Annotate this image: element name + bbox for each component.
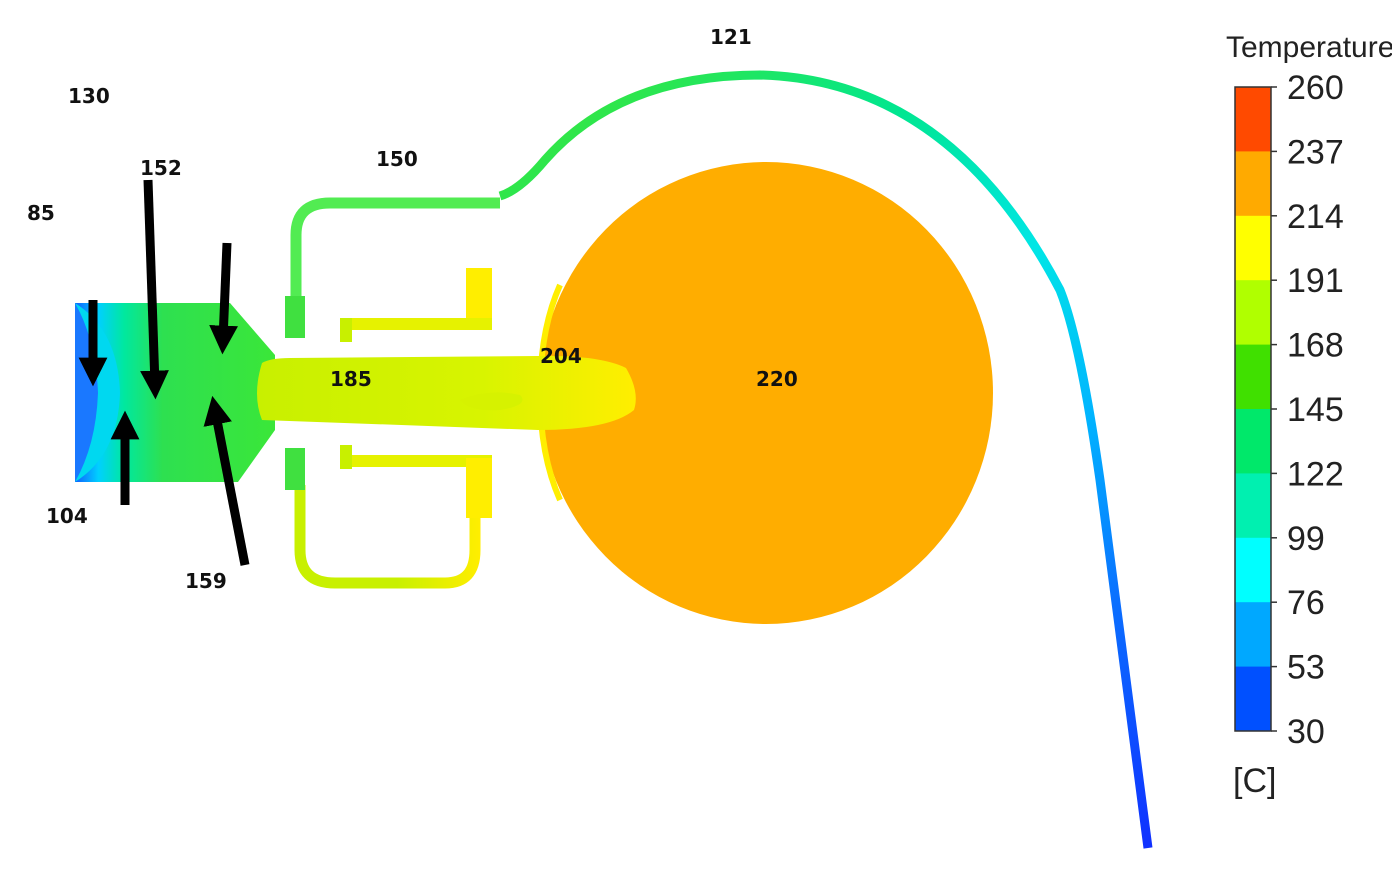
legend-band bbox=[1235, 345, 1271, 410]
temp-label-inlet-lower: 104 bbox=[46, 504, 88, 528]
lower-bracket-tab bbox=[340, 445, 352, 469]
lower-loop-pipe bbox=[300, 455, 475, 583]
lower-bracket-vertical bbox=[466, 458, 492, 518]
legend-tick-label: 30 bbox=[1287, 713, 1325, 751]
legend-band bbox=[1235, 473, 1271, 538]
legend-color-bar bbox=[1235, 87, 1271, 732]
legend-band bbox=[1235, 216, 1271, 281]
temp-label-inlet-mid: 152 bbox=[140, 156, 182, 180]
upper-bracket-tab bbox=[340, 318, 352, 342]
legend-tick-label: 214 bbox=[1287, 198, 1344, 236]
temp-label-ambient-left: 85 bbox=[27, 201, 55, 225]
temp-label-jet-tip: 204 bbox=[540, 344, 582, 368]
legend-tick-label: 145 bbox=[1287, 391, 1344, 429]
legend-tick-label: 191 bbox=[1287, 262, 1344, 300]
temp-label-ambient-upper: 130 bbox=[68, 84, 110, 108]
upper-flange bbox=[285, 296, 305, 338]
legend-tick-label: 122 bbox=[1287, 455, 1344, 493]
legend-title: Temperature bbox=[1226, 31, 1392, 64]
legend-tick-label: 260 bbox=[1287, 69, 1344, 107]
temp-label-chamber: 220 bbox=[756, 367, 798, 391]
legend-tick-label: 76 bbox=[1287, 584, 1325, 622]
upper-bracket-arm bbox=[340, 318, 492, 330]
legend-unit: [C] bbox=[1233, 762, 1276, 800]
legend-tick-label: 53 bbox=[1287, 649, 1325, 687]
legend-band bbox=[1235, 280, 1271, 345]
temp-label-upper-loop: 150 bbox=[376, 147, 418, 171]
legend-tick-label: 168 bbox=[1287, 327, 1344, 365]
legend-band bbox=[1235, 602, 1271, 667]
temp-label-jet: 185 bbox=[330, 367, 372, 391]
lower-flange bbox=[285, 448, 305, 490]
legend-band bbox=[1235, 87, 1271, 152]
legend-band bbox=[1235, 538, 1271, 603]
legend-tick-label: 237 bbox=[1287, 133, 1344, 171]
arrow-3 bbox=[223, 243, 227, 340]
temperature-legend: Temperature 260 237 214 191 168 145 122 99 76 53 3… bbox=[1226, 31, 1392, 800]
legend-band bbox=[1235, 667, 1271, 732]
legend-tick-label: 99 bbox=[1287, 520, 1325, 558]
temp-label-neck: 159 bbox=[185, 569, 227, 593]
legend-band bbox=[1235, 409, 1271, 474]
temp-label-outlet-top: 121 bbox=[710, 25, 752, 49]
legend-ticks: 260 237 214 191 168 145 122 99 76 53 30 bbox=[1271, 69, 1344, 751]
legend-band bbox=[1235, 151, 1271, 216]
